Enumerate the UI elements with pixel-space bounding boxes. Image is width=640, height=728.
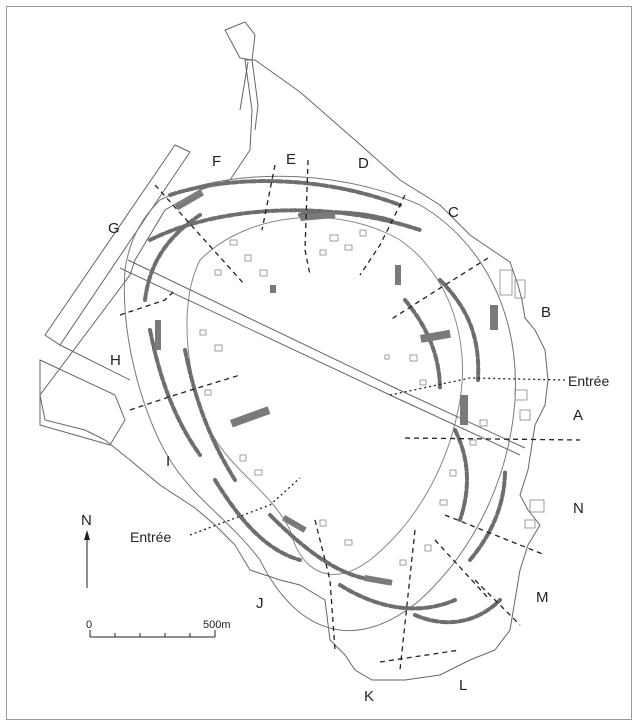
sector-label-b: B [541,304,551,321]
north-arrow [84,530,90,588]
sector-label-e: E [286,151,296,168]
sector-label-f: F [212,153,221,170]
sector-label-l: L [459,677,467,694]
sector-label-h: H [110,352,121,369]
entrance-lines [189,377,566,536]
sector-label-j: J [256,595,264,612]
sector-label-n: N [573,500,584,517]
west-blocks [39,344,131,446]
sector-label-c: C [448,204,459,221]
scattered-buildings [199,229,545,566]
map-frame [6,6,632,720]
sector-label-d: D [358,155,369,172]
inner-ring-outer [123,175,516,631]
north-appendix [224,21,256,61]
building-blocks [155,190,498,586]
sector-label-a: A [573,407,583,424]
scale-bar-end: 500m [203,619,231,631]
building-rows [143,179,507,625]
sector-label-k: K [364,688,374,705]
north-arrow-label: N [81,512,92,529]
scale-bar [89,630,216,638]
scale-bar-start: 0 [86,619,92,631]
entrance-label-east: Entrée [568,373,609,389]
site-boundary [39,59,549,681]
sector-divisions [119,159,581,671]
entrance-label-southwest: Entrée [130,529,171,545]
north-track [239,59,259,131]
sector-label-m: M [536,589,549,606]
sector-label-g: G [108,220,120,237]
sector-label-i: I [166,453,170,470]
